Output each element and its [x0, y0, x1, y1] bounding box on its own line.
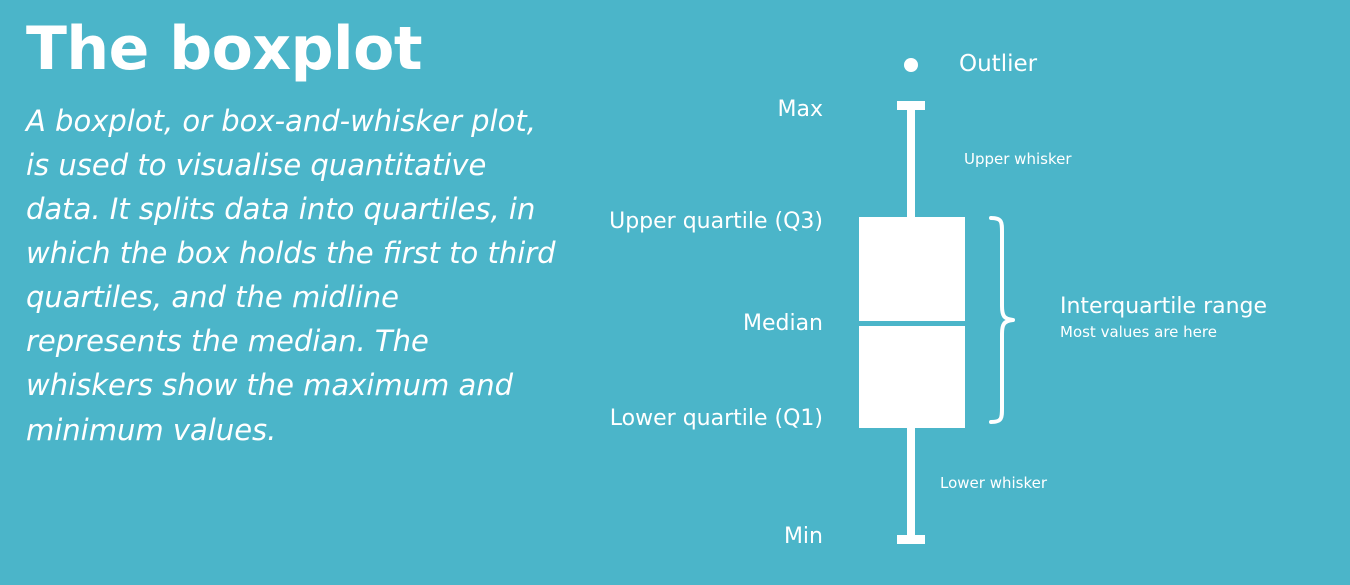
label-lower-quartile: Lower quartile (Q1): [609, 406, 823, 431]
label-lower-whisker: Lower whisker: [940, 474, 1048, 492]
median-line: [859, 321, 965, 326]
label-upper-whisker: Upper whisker: [964, 150, 1072, 168]
boxplot-figure: Max Upper quartile (Q3) Median Lower qua…: [585, 0, 1350, 585]
min-whisker-cap: [897, 535, 925, 544]
iqr-annotation-subtitle: Most values are here: [1060, 323, 1217, 342]
iqr-annotation-title: Interquartile range: [1060, 294, 1268, 319]
label-upper-quartile: Upper quartile (Q3): [609, 209, 823, 234]
intro-column: The boxplot A boxplot, or box-and-whiske…: [22, 18, 582, 452]
lower-whisker-line: [907, 426, 915, 542]
iqr-brace-icon: [989, 216, 1015, 424]
outlier-point-icon: [904, 58, 918, 72]
label-outlier: Outlier: [959, 51, 1038, 77]
page-title: The boxplot: [26, 14, 423, 84]
upper-whisker-line: [907, 105, 915, 219]
iqr-annotation: Interquartile range Most values are here: [1060, 294, 1340, 342]
label-min: Min: [783, 524, 823, 549]
label-median: Median: [742, 311, 823, 336]
intro-paragraph: A boxplot, or box-and-whisker plot, is u…: [26, 104, 556, 447]
label-max: Max: [777, 97, 823, 122]
